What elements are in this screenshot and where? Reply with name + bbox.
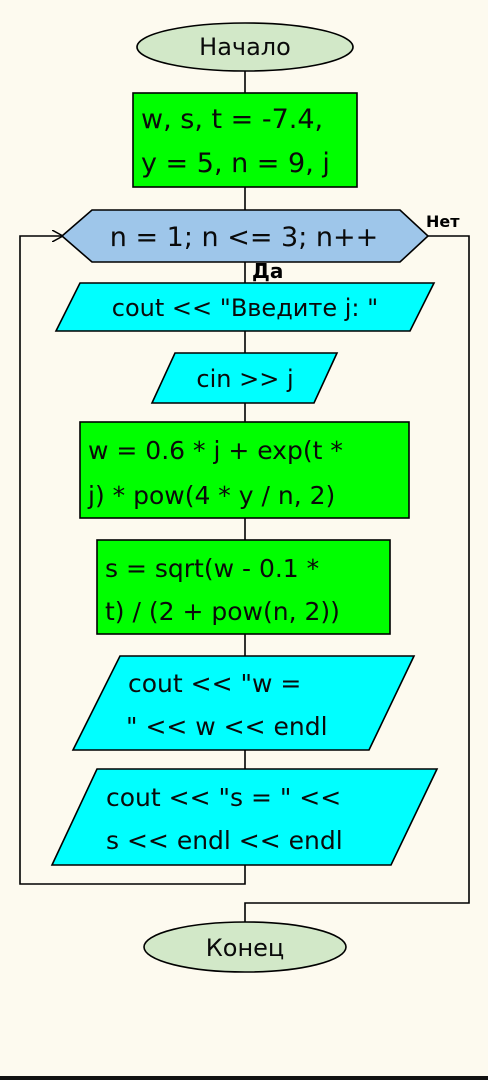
loop-label: n = 1; n <= 3; n++ bbox=[110, 222, 379, 253]
output-w-io: cout << "w = " << w << endl bbox=[71, 655, 416, 751]
loop-exit-line bbox=[244, 235, 470, 922]
init-line-1: w, s, t = -7.4, bbox=[141, 104, 323, 135]
svg-text:s = sqrt(w - 0.1 * t) /: s = sqrt(w - 0.1 * t) / (2 + pow(n, 2)) bbox=[105, 554, 340, 626]
loop-back-line bbox=[19, 236, 246, 885]
out-w-line-1: cout << "w = bbox=[128, 669, 301, 698]
out-s-line-2: s << endl << endl bbox=[106, 826, 343, 855]
calc-w-line-1: w = 0.6 * j + exp(t * bbox=[88, 436, 343, 465]
end-terminal: Конец bbox=[143, 921, 347, 973]
connectors bbox=[19, 71, 470, 922]
init-process: w, s, t = -7.4, y = 5, n = 9, j bbox=[132, 92, 358, 188]
calc-w-line-2: j) * pow(4 * y / n, 2) bbox=[87, 481, 335, 510]
svg-text:w = 0.6 * j + exp(t * j): w = 0.6 * j + exp(t * j) * pow(4 * y / n… bbox=[87, 436, 351, 510]
prompt-label: cout << "Введите j: " bbox=[112, 294, 378, 322]
end-label: Конец bbox=[206, 934, 285, 962]
yes-label: Да bbox=[252, 259, 283, 283]
calc-s-process: s = sqrt(w - 0.1 * t) / (2 + pow(n, 2)) bbox=[96, 539, 391, 635]
calc-w-process: w = 0.6 * j + exp(t * j) * pow(4 * y / n… bbox=[79, 421, 410, 519]
input-io: cin >> j bbox=[150, 352, 339, 404]
prompt-output: cout << "Введите j: " bbox=[54, 282, 436, 332]
output-s-io: cout << "s = " << s << endl << endl bbox=[50, 768, 439, 866]
start-label: Начало bbox=[199, 33, 291, 61]
start-terminal: Начало bbox=[136, 22, 354, 72]
calc-s-line-1: s = sqrt(w - 0.1 * bbox=[105, 554, 319, 583]
out-s-line-1: cout << "s = " << bbox=[106, 783, 341, 812]
init-line-2: y = 5, n = 9, j bbox=[141, 148, 330, 179]
input-label: cin >> j bbox=[196, 365, 293, 393]
no-label: Нет bbox=[426, 212, 460, 231]
svg-text:cout << "w = " << w << e: cout << "w = " << w << endl bbox=[126, 669, 328, 741]
loop-hexagon: n = 1; n <= 3; n++ bbox=[60, 209, 430, 263]
calc-s-line-2: t) / (2 + pow(n, 2)) bbox=[105, 597, 340, 626]
svg-text:cout << "s = " << s << e: cout << "s = " << s << endl << endl bbox=[106, 783, 349, 855]
bottom-border bbox=[0, 1076, 488, 1080]
svg-text:w, s, t = -7.4, y = 5, n: w, s, t = -7.4, y = 5, n = 9, j bbox=[141, 104, 332, 179]
out-w-line-2: " << w << endl bbox=[126, 712, 328, 741]
